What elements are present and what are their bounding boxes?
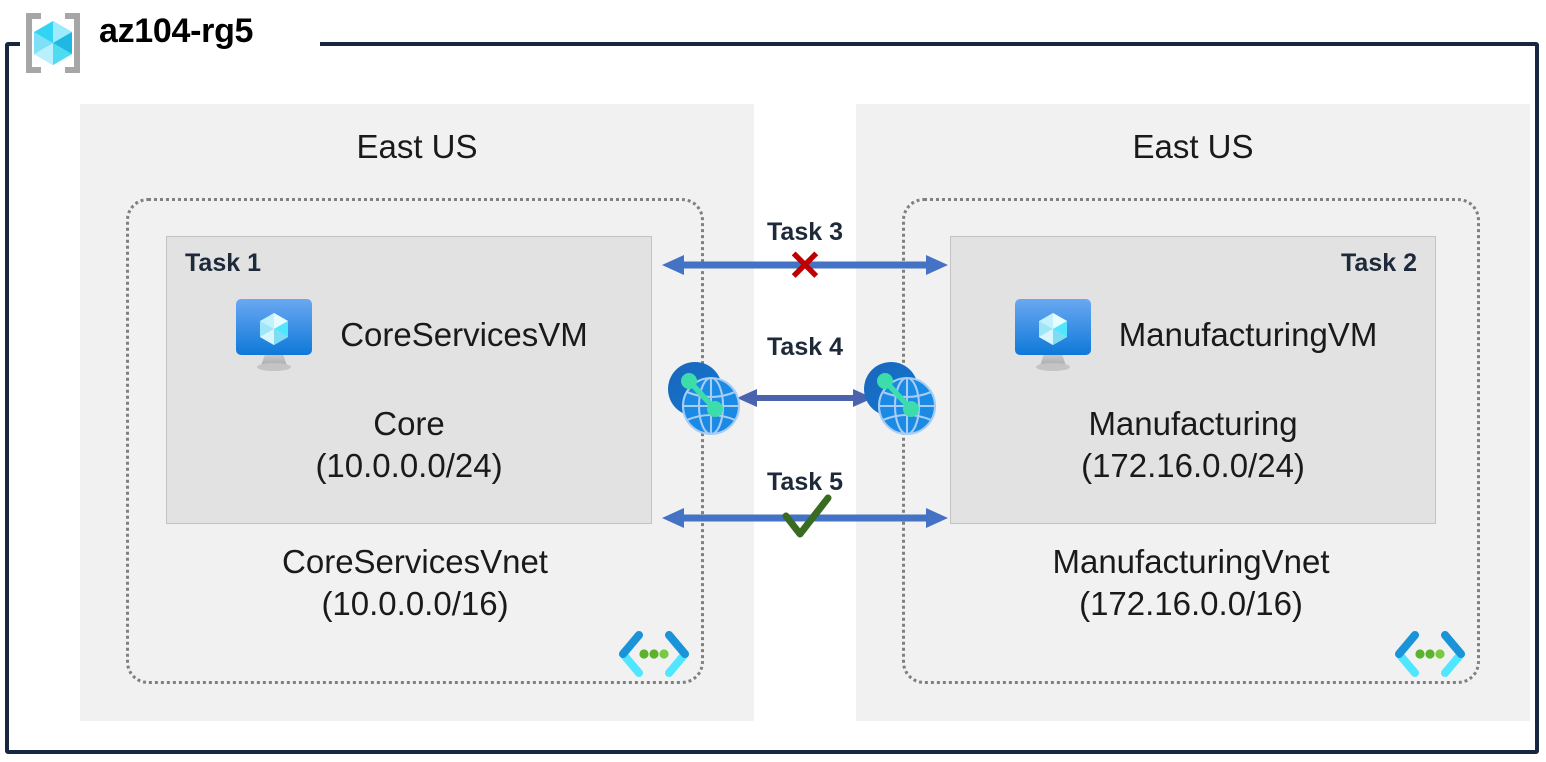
blocked-x-icon: ✕ (787, 242, 823, 289)
task-tag-1: Task 1 (185, 249, 261, 277)
vnet-cidr-right: (172.16.0.0/16) (1079, 585, 1303, 623)
vm-row-left: CoreServicesVM (167, 295, 651, 375)
vnet-peering-icon-left (668, 362, 741, 436)
vnet-name-text-left: CoreServicesVnet (282, 543, 548, 580)
vm-name-left: CoreServicesVM (340, 316, 588, 353)
subnet-name-left: Core (10.0.0.0/24) (167, 403, 651, 487)
vm-row-right: ManufacturingVM (951, 295, 1435, 375)
connection-label-task5: Task 5 (767, 468, 843, 496)
virtual-network-icon-right (1395, 631, 1465, 677)
vnet-name-right: ManufacturingVnet (172.16.0.0/16) (905, 541, 1477, 625)
connection-arrow-task5[interactable] (660, 505, 950, 531)
connection-arrow-task3[interactable] (660, 252, 950, 278)
region-panel-left: East US CoreServicesVnet (10.0.0.0/16) T… (80, 104, 754, 721)
resource-group-name: az104-rg5 (99, 12, 254, 50)
connection-label-task4: Task 4 (767, 333, 843, 361)
region-panel-right: East US ManufacturingVnet (172.16.0.0/16… (856, 104, 1530, 721)
resource-group-frame (5, 42, 1539, 754)
connection-arrow-task4[interactable] (735, 385, 875, 411)
subnet-cidr-right: (172.16.0.0/24) (1081, 447, 1305, 485)
vnet-box-left[interactable]: CoreServicesVnet (10.0.0.0/16) (126, 198, 704, 684)
virtual-machine-icon-left (236, 299, 313, 371)
region-label-left: East US (356, 128, 478, 165)
subnet-cidr-left: (10.0.0.0/24) (315, 447, 503, 485)
connection-label-task3: Task 3 (767, 218, 843, 246)
subnet-name-text-right: Manufacturing (1088, 405, 1298, 442)
subnet-box-left[interactable]: Task 1 (166, 236, 652, 524)
allowed-check-icon (782, 494, 832, 538)
virtual-machine-icon-right (1014, 299, 1091, 371)
vm-name-right: ManufacturingVM (1118, 316, 1378, 353)
vnet-name-text-right: ManufacturingVnet (1052, 543, 1330, 580)
vnet-name-left: CoreServicesVnet (10.0.0.0/16) (129, 541, 701, 625)
virtual-network-icon-left (619, 631, 689, 677)
region-label-right: East US (1132, 128, 1254, 165)
task-tag-2: Task 2 (1341, 249, 1417, 277)
vnet-cidr-left: (10.0.0.0/16) (321, 585, 509, 623)
subnet-name-right: Manufacturing (172.16.0.0/24) (951, 403, 1435, 487)
subnet-name-text-left: Core (373, 405, 445, 442)
azure-resource-group-icon (26, 13, 80, 73)
vnet-peering-icon-right (864, 362, 937, 436)
subnet-box-right[interactable]: Task 2 (950, 236, 1436, 524)
vnet-box-right[interactable]: ManufacturingVnet (172.16.0.0/16) (902, 198, 1480, 684)
